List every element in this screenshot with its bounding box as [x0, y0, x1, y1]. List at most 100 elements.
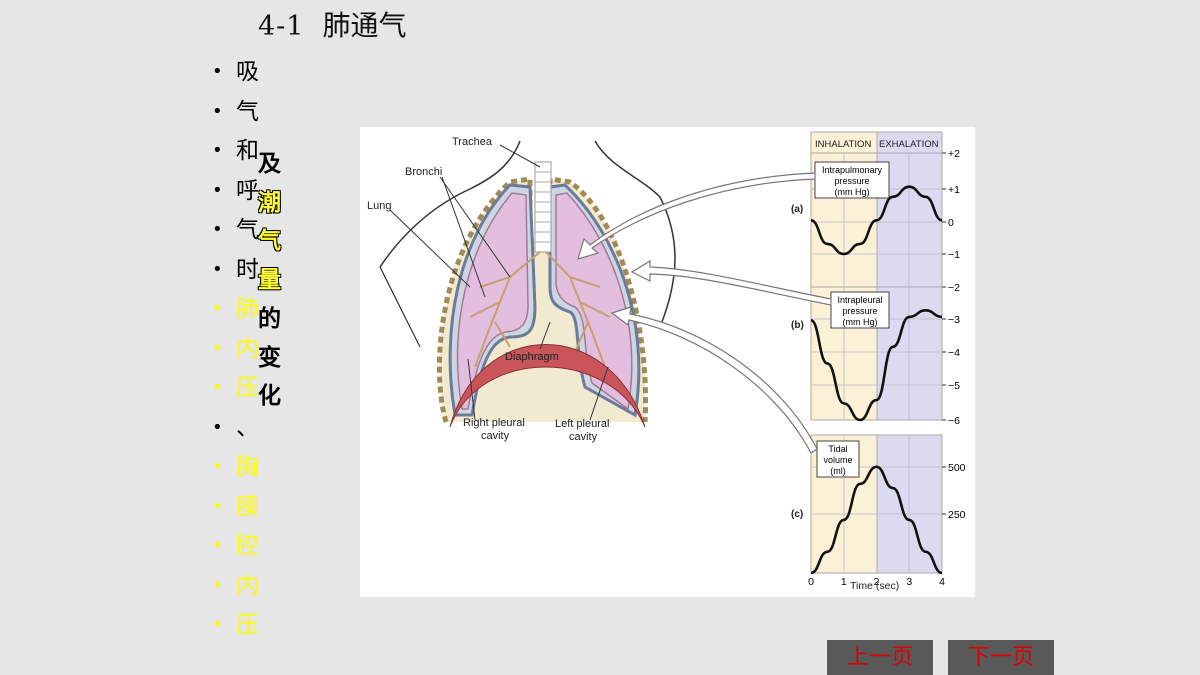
bullet-item: •吸 [212, 54, 259, 94]
bullet-dot: • [212, 179, 223, 201]
bullet-text: 吸 [236, 59, 259, 85]
label-box-a: Intrapulmonary pressure (mm Hg) [814, 161, 890, 199]
chart-b-intrapleural: −2 −3 −4 −5 −6 [810, 282, 960, 427]
prev-page-button[interactable]: 上一页 [827, 640, 933, 675]
left-pleural-label-1: Left pleural [555, 418, 609, 430]
bullet-dot: • [212, 456, 223, 477]
bullet-text: 时 [236, 256, 259, 283]
bullet-item: •内 [212, 568, 259, 608]
chart-a-intrapulmonary: +2 +1 0 −1 [810, 148, 960, 261]
bullet-dot: • [212, 140, 223, 161]
overlay-char: 的 [258, 305, 281, 332]
y-tick-label: +1 [948, 184, 960, 196]
bullet-text: 腔 [236, 533, 259, 559]
bullet-dot: • [212, 574, 223, 596]
overlay-char: 量 [258, 267, 281, 294]
overlay-char: 化 [258, 383, 281, 410]
bullet-text: 气 [236, 217, 259, 243]
next-page-button[interactable]: 下一页 [948, 640, 1054, 675]
bullet-dot: • [212, 377, 223, 398]
bullet-text: 内 [236, 572, 259, 599]
overlay-char: 潮 [258, 189, 281, 216]
bullet-dot: • [212, 298, 223, 319]
bronchi-label: Bronchi [405, 166, 442, 178]
y-tick-label: −4 [948, 347, 960, 359]
diaphragm-label: Diaphragm [505, 351, 559, 363]
box-b-line-1: Intrapleural [837, 295, 882, 305]
x-tick-label: 4 [939, 576, 945, 588]
bullet-item: •时 [212, 252, 259, 292]
bullet-text: 肺 [236, 296, 259, 322]
bullet-item: •压 [212, 607, 259, 647]
y-tick-label: 250 [948, 509, 966, 521]
graph-panels: INHALATION EXHALATION (a) (b) (c) Time (… [791, 131, 943, 592]
bullet-item: •和 [212, 133, 259, 173]
y-tick-label: 0 [948, 217, 954, 229]
bullet-text: 和 [236, 138, 259, 164]
overlay-char: 变 [258, 344, 281, 371]
bullet-item: •肺 [212, 291, 259, 331]
pointer-arrows [577, 172, 832, 454]
bullet-dot: • [212, 495, 223, 517]
exhalation-header: EXHALATION [879, 139, 939, 150]
overlay-char: 及 [258, 151, 281, 177]
figure-svg: Trachea Bronchi Lung Diaphragm Right ple… [367, 131, 966, 592]
right-pleural-label-1: Right pleural [463, 417, 525, 429]
left-pleural-label-2: cavity [569, 431, 598, 443]
bullet-dot: • [212, 61, 223, 82]
panel-c-label: (c) [791, 509, 803, 520]
section-title: 肺通气 [322, 9, 407, 42]
bullet-item: •胸 [212, 449, 259, 489]
bullet-dot: • [212, 100, 223, 122]
anatomy-illustration: Trachea Bronchi Lung Diaphragm Right ple… [367, 136, 676, 443]
bullet-text: 气 [236, 98, 259, 125]
bullet-item: •压 [212, 370, 259, 410]
box-b-line-3: (mm Hg) [843, 317, 878, 327]
y-tick-label: −6 [948, 415, 960, 427]
bullet-item: •内 [212, 331, 259, 371]
x-tick-label: 3 [906, 576, 912, 588]
bullet-dot: • [212, 416, 223, 438]
y-tick-label: −1 [948, 249, 960, 261]
bullet-dot: • [212, 337, 223, 359]
bullet-text: 压 [236, 612, 259, 638]
bullet-item: •、 [212, 410, 259, 450]
box-c-line-1: Tidal [828, 444, 847, 454]
box-a-line-2: pressure [834, 176, 869, 186]
bullet-item: •膜 [212, 489, 259, 529]
bullet-dot: • [212, 535, 223, 556]
bullet-text: 呼 [236, 177, 259, 204]
section-number: 4-1 [258, 11, 305, 42]
overlay-text: 及潮气量的变化 [258, 145, 288, 416]
x-tick-label: 0 [808, 576, 814, 588]
panel-b-label: (b) [791, 320, 804, 331]
bullet-item: •气 [212, 212, 259, 252]
y-tick-label: +2 [948, 148, 960, 160]
x-tick-label: 1 [841, 576, 847, 588]
y-tick-label: −2 [948, 282, 960, 294]
x-tick-label: 2 [874, 576, 880, 588]
bullet-text: 压 [236, 375, 259, 401]
series-line-c [810, 465, 943, 575]
box-a-line-3: (mm Hg) [835, 187, 870, 197]
bullet-dot: • [212, 219, 223, 240]
right-pleural-label-2: cavity [481, 430, 510, 442]
box-c-line-2: volume [823, 455, 852, 465]
label-box-c: Tidal volume (ml) [816, 440, 860, 478]
x-axis-label: Time (sec) [850, 580, 899, 592]
slide-title: 4-1 肺通气 [258, 4, 407, 44]
box-c-line-3: (ml) [830, 466, 846, 476]
y-tick-label: −3 [948, 314, 960, 326]
y-tick-label: −5 [948, 380, 960, 392]
lung-label: Lung [367, 200, 391, 212]
box-a-line-1: Intrapulmonary [822, 165, 883, 175]
label-box-b: Intrapleural pressure (mm Hg) [830, 291, 890, 329]
inhalation-header: INHALATION [815, 139, 871, 150]
panel-a-label: (a) [791, 204, 803, 215]
bullet-text: 膜 [236, 493, 259, 520]
bullet-dot: • [212, 614, 223, 635]
lung-pressure-figure: Trachea Bronchi Lung Diaphragm Right ple… [360, 127, 975, 597]
trachea-label: Trachea [452, 136, 493, 148]
overlay-char: 气 [258, 228, 281, 255]
bullet-item: •气 [212, 94, 259, 134]
